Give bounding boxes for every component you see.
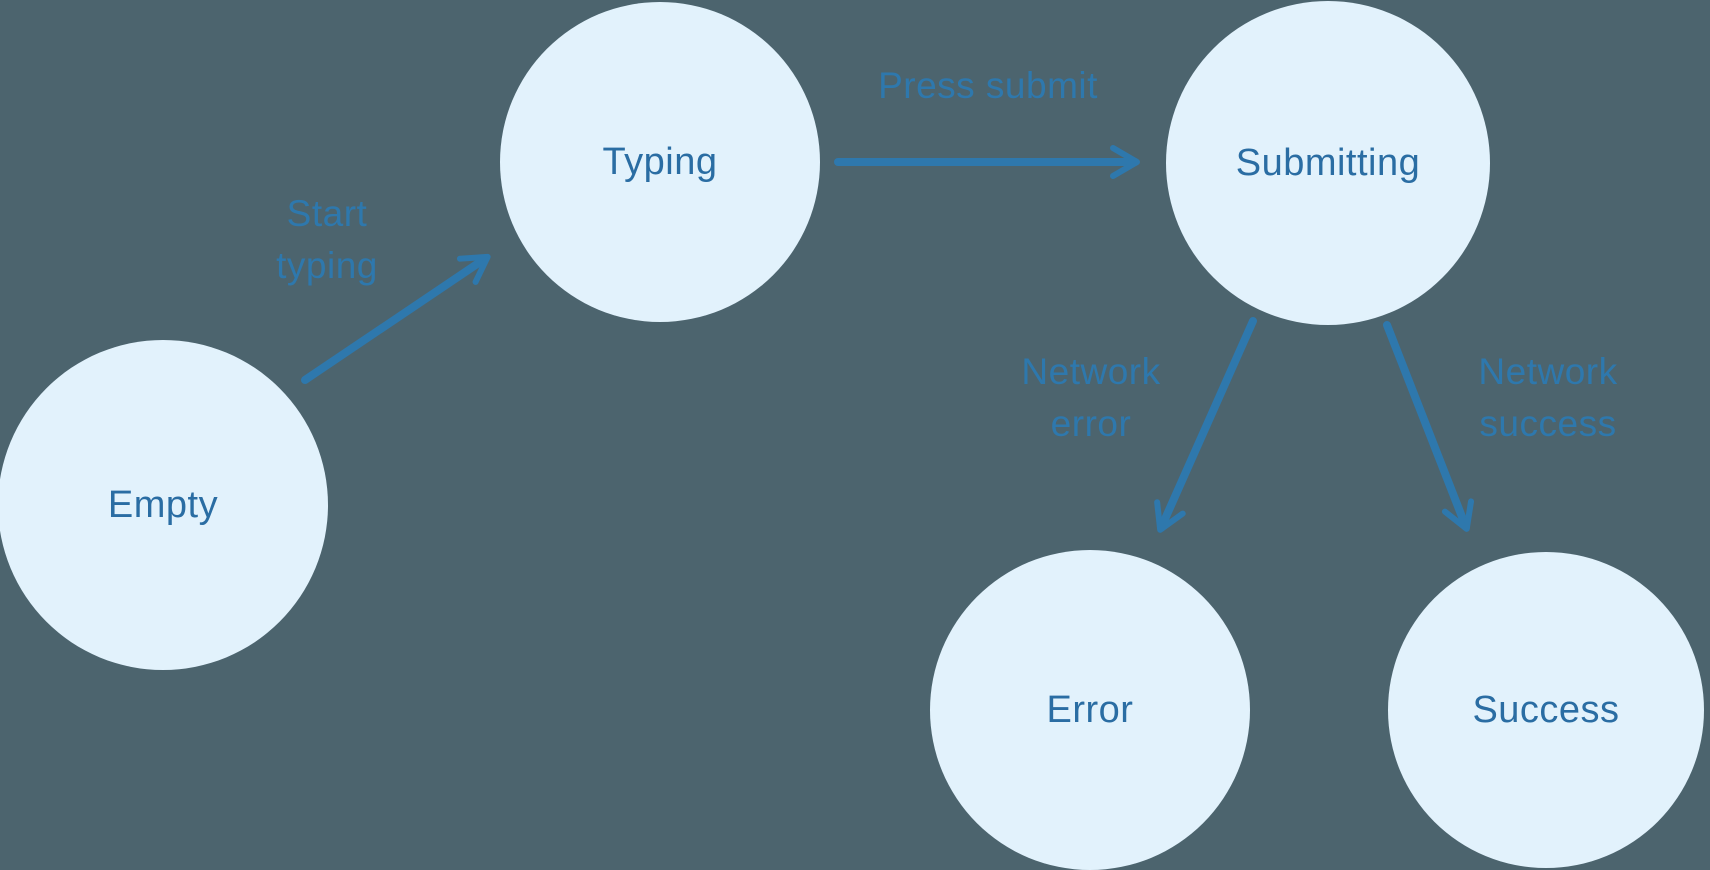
transition-label-line: error: [1050, 403, 1132, 444]
transition-arrow-network-error: [1154, 317, 1257, 533]
transition-label-line: Network: [1478, 351, 1618, 392]
state-node-error-label: Error: [1046, 688, 1134, 731]
transition-label-line: Press submit: [878, 65, 1098, 106]
state-node-empty-label: Empty: [107, 483, 219, 526]
state-node-typing-label: Typing: [602, 140, 718, 183]
state-node-error: Error: [930, 550, 1250, 870]
transition-label-press-submit: Press submit: [878, 60, 1098, 112]
transition-label-line: success: [1479, 403, 1617, 444]
state-node-submitting: Submitting: [1166, 1, 1490, 325]
transition-label-line: Start: [286, 193, 368, 234]
state-node-success: Success: [1388, 552, 1704, 868]
transition-label-line: Network: [1021, 351, 1161, 392]
transition-arrow-network-success: [1383, 321, 1475, 532]
transition-label-start-typing: Start typing: [276, 188, 378, 292]
state-node-empty: Empty: [0, 340, 328, 670]
state-node-success-label: Success: [1472, 688, 1620, 731]
state-node-typing: Typing: [500, 2, 820, 322]
transition-label-line: typing: [276, 245, 378, 286]
transition-label-network-success: Network success: [1478, 346, 1617, 450]
state-node-submitting-label: Submitting: [1235, 141, 1421, 184]
transition-label-network-error: Network error: [1021, 346, 1160, 450]
